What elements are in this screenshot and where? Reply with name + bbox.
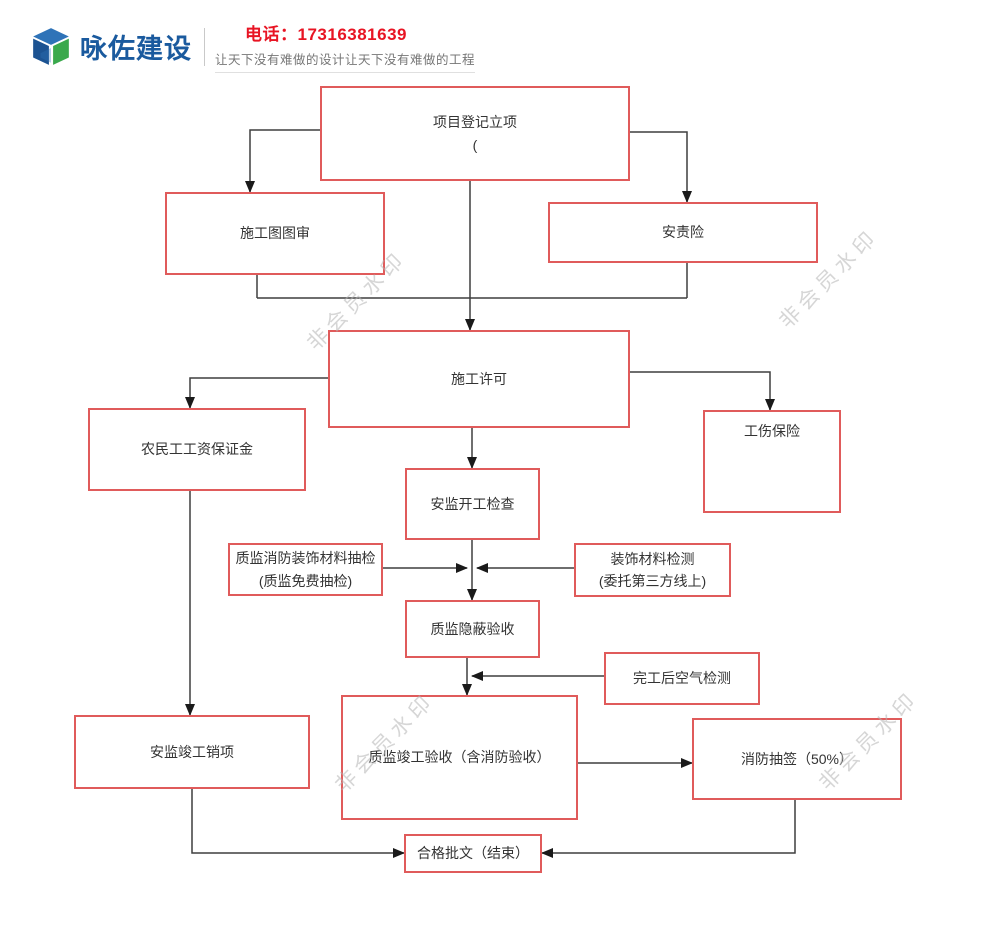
flow-node-migrant-wage-deposit: 农民工工资保证金 <box>88 408 306 491</box>
flow-node-quality-completion-acceptance: 质监竣工验收（含消防验收） <box>341 695 578 820</box>
flow-node-project-registration: 项目登记立项 ( <box>320 86 630 181</box>
tagline: 让天下没有难做的设计让天下没有难做的工程 <box>215 49 476 73</box>
flow-node-air-quality-testing: 完工后空气检测 <box>604 652 760 705</box>
flow-node-safety-start-inspection: 安监开工检查 <box>405 468 540 540</box>
flow-node-material-sampling: 质监消防装饰材料抽检 (质监免费抽检) <box>228 543 383 596</box>
flow-node-material-testing: 装饰材料检测 (委托第三方线上) <box>574 543 731 597</box>
flow-node-safety-completion-closeout: 安监竣工销项 <box>74 715 310 789</box>
flow-node-construction-permit: 施工许可 <box>328 330 630 428</box>
company-name: 咏佐建设 <box>80 34 192 64</box>
flow-node-safety-liability-insurance: 安责险 <box>548 202 818 263</box>
flow-node-concealed-work-acceptance: 质监隐蔽验收 <box>405 600 540 658</box>
phone-number: 电话：17316381639 <box>245 25 408 44</box>
flow-node-approval-document: 合格批文（结束） <box>404 834 542 873</box>
page-header: 咏佐建设 电话：17316381639 让天下没有难做的设计让天下没有难做的工程 <box>30 20 476 73</box>
flow-node-drawing-review: 施工图图审 <box>165 192 385 275</box>
flow-node-fire-lottery: 消防抽签（50%） <box>692 718 902 800</box>
flow-node-work-injury-insurance: 工伤保险 <box>703 410 841 513</box>
header-divider <box>204 27 205 66</box>
company-logo-icon <box>33 27 69 65</box>
